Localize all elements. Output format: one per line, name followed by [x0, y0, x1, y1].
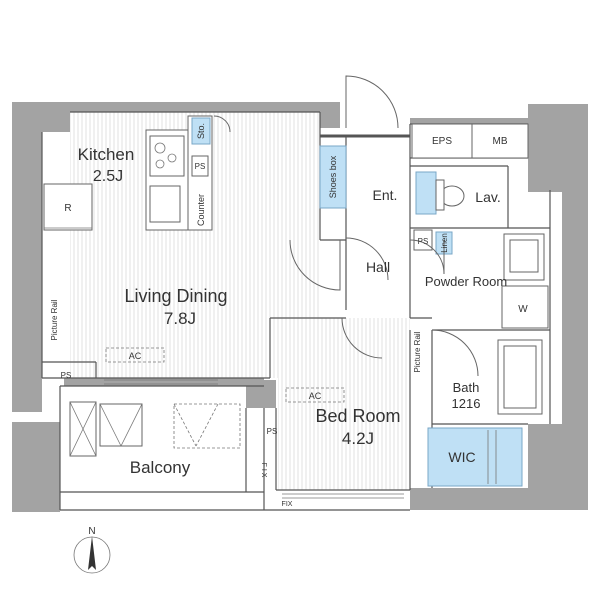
wic-label: WIC: [448, 449, 475, 465]
eps-label: EPS: [432, 136, 452, 147]
kitchen-size: 2.5J: [93, 168, 123, 185]
lavatory-label: Lav.: [475, 189, 500, 205]
ps-living-label: PS: [61, 371, 72, 380]
entrance-label: Ent.: [373, 187, 398, 203]
refrigerator-label: R: [64, 203, 71, 214]
storage-label: Sto.: [196, 123, 206, 139]
doors: [213, 75, 479, 377]
ps-powder-label: PS: [418, 237, 429, 246]
north-arrow-icon: [73, 536, 111, 574]
ac-living-label: AC: [129, 351, 142, 361]
kitchen-label: Kitchen: [78, 145, 135, 164]
washer-label: W: [518, 304, 528, 315]
counter-label: Counter: [196, 194, 206, 226]
picture-rail-bedroom-label: Picture Rail: [413, 331, 422, 372]
balcony-label: Balcony: [130, 458, 191, 477]
bath-size: 1216: [452, 396, 481, 411]
living-label: Living Dining: [124, 286, 227, 306]
picture-rail-living-label: Picture Rail: [50, 299, 59, 340]
powder-room-label: Powder Room: [425, 274, 507, 289]
bedroom-label: Bed Room: [315, 406, 400, 426]
mb-label: MB: [493, 136, 508, 147]
bedroom-floor: [278, 318, 410, 490]
bedroom-size: 4.2J: [342, 429, 374, 448]
kitchen-fixtures: [43, 115, 213, 231]
fix-label: FIX: [282, 501, 293, 508]
linen-label: Linen: [440, 233, 449, 253]
living-size: 7.8J: [164, 309, 196, 328]
ps-bedroom-label: PS: [267, 427, 278, 436]
balcony-fixtures: [69, 401, 241, 457]
fix-vertical-label: F I X: [260, 463, 267, 478]
bath-label: Bath: [453, 380, 480, 395]
ac-bedroom-label: AC: [309, 391, 322, 401]
north-label: N: [88, 526, 95, 537]
shoes-box-label: Shoes box: [328, 155, 338, 198]
structural-walls: [12, 102, 588, 512]
ps-kitchen-label: PS: [195, 162, 206, 171]
hall-label: Hall: [366, 259, 390, 275]
